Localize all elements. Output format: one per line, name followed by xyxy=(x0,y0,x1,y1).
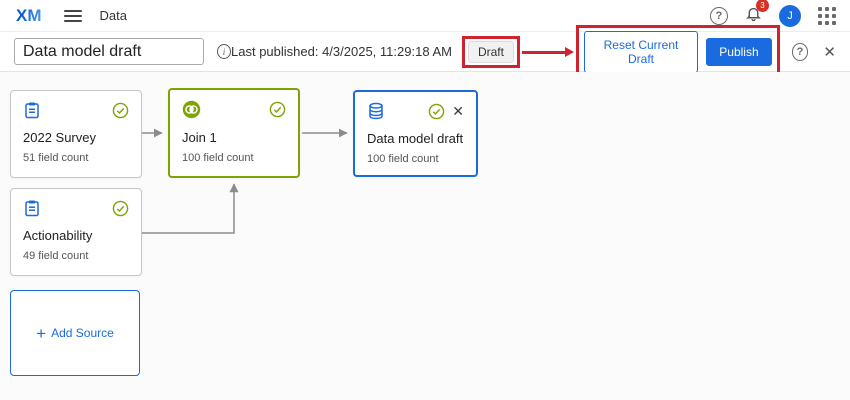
node-close-icon[interactable]: ✕ xyxy=(452,103,464,119)
model-toolbar: i Last published: 4/3/2025, 11:29:18 AM … xyxy=(0,24,850,79)
survey-clipboard-icon xyxy=(25,200,39,217)
node-field-count: 100 field count xyxy=(182,152,254,164)
apps-grid-icon[interactable] xyxy=(818,6,836,25)
hamburger-menu-icon[interactable] xyxy=(63,7,82,25)
node-title: 2022 Survey xyxy=(23,130,96,145)
info-icon[interactable]: i xyxy=(217,44,232,59)
xm-logo: XM xyxy=(16,5,42,25)
valid-check-icon xyxy=(112,102,129,118)
notifications-bell-icon[interactable]: 3 xyxy=(745,0,769,27)
valid-check-icon xyxy=(269,101,286,118)
plus-icon: + xyxy=(36,323,47,343)
add-source-button[interactable]: + Add Source xyxy=(10,290,140,376)
help-icon[interactable]: ? xyxy=(710,6,728,25)
draft-annotation-box: Draft xyxy=(461,35,520,68)
valid-check-icon xyxy=(428,103,445,119)
annotation-arrow xyxy=(521,46,574,57)
survey-clipboard-icon xyxy=(25,102,39,119)
model-title-input[interactable] xyxy=(14,38,204,65)
node-title: Data model draft xyxy=(367,131,464,146)
user-avatar[interactable]: J xyxy=(779,4,801,27)
app-title: Data xyxy=(99,8,127,23)
node-join-1[interactable]: Join 1 100 field count xyxy=(168,88,300,178)
status-badge: Draft xyxy=(467,40,514,63)
reset-current-draft-button[interactable]: Reset Current Draft xyxy=(583,30,699,73)
add-source-label: Add Source xyxy=(51,326,114,340)
node-field-count: 51 field count xyxy=(23,152,89,164)
node-field-count: 100 field count xyxy=(367,153,439,165)
last-published-text: Last published: 4/3/2025, 11:29:18 AM xyxy=(231,44,452,59)
join-icon xyxy=(182,100,201,119)
publish-button[interactable]: Publish xyxy=(706,37,772,66)
node-2022-survey[interactable]: 2022 Survey 51 field count xyxy=(10,90,142,178)
top-navigation-bar: XM Data ? 3 J xyxy=(0,0,850,32)
help-icon[interactable]: ? xyxy=(791,42,809,61)
database-icon xyxy=(369,102,383,120)
bell-icon xyxy=(746,7,761,21)
node-actionability[interactable]: Actionability 49 field count xyxy=(10,188,142,276)
node-data-model-draft[interactable]: ✕ Data model draft 100 field count xyxy=(353,90,478,177)
notification-count-badge: 3 xyxy=(756,0,769,12)
node-title: Actionability xyxy=(23,228,93,243)
close-icon[interactable]: ✕ xyxy=(823,43,836,61)
node-title: Join 1 xyxy=(182,130,217,145)
buttons-annotation-box: Reset Current Draft Publish xyxy=(575,24,780,79)
node-field-count: 49 field count xyxy=(23,250,89,262)
data-model-canvas: 2022 Survey 51 field count Join 1 100 fi… xyxy=(0,72,850,399)
valid-check-icon xyxy=(112,200,129,216)
